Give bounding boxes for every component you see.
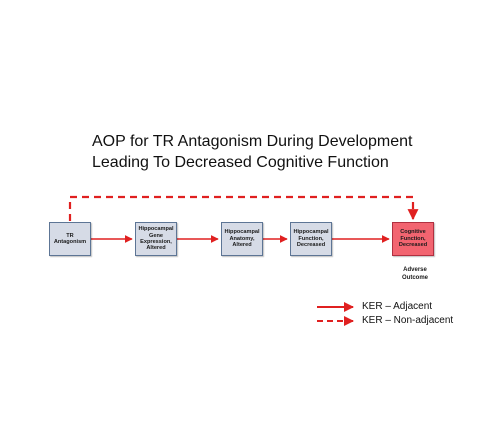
node-label: TR Antagonism — [53, 232, 87, 245]
node-label: Hippocampal Anatomy, Altered — [224, 229, 260, 249]
adverse-outcome-label: Adverse Outcome — [401, 267, 428, 281]
legend-non-adjacent-label: KER – Non-adjacent — [362, 315, 454, 326]
title-line-2: Leading To Decreased Cognitive Function — [92, 154, 389, 171]
diagram-title: AOP for TR Antagonism During Development… — [92, 131, 412, 173]
node-label: Hippocampal Gene Expression, Altered — [138, 226, 174, 252]
node-hippocampal-gene-expression: Hippocampal Gene Expression, Altered — [135, 222, 177, 256]
node-tr-antagonism: TR Antagonism — [49, 222, 91, 256]
legend-adjacent-label: KER – Adjacent — [362, 301, 433, 312]
node-label: Cognitive Function, Decreased — [398, 229, 428, 249]
node-hippocampal-anatomy: Hippocampal Anatomy, Altered — [221, 222, 263, 256]
ker-non-adjacent — [68, 195, 419, 221]
node-cognitive-function: Cognitive Function, Decreased — [392, 222, 434, 256]
node-label: Hippocampal Function, Decreased — [293, 229, 329, 249]
title-line-1: AOP for TR Antagonism During Development — [92, 133, 413, 150]
node-hippocampal-function: Hippocampal Function, Decreased — [290, 222, 332, 256]
